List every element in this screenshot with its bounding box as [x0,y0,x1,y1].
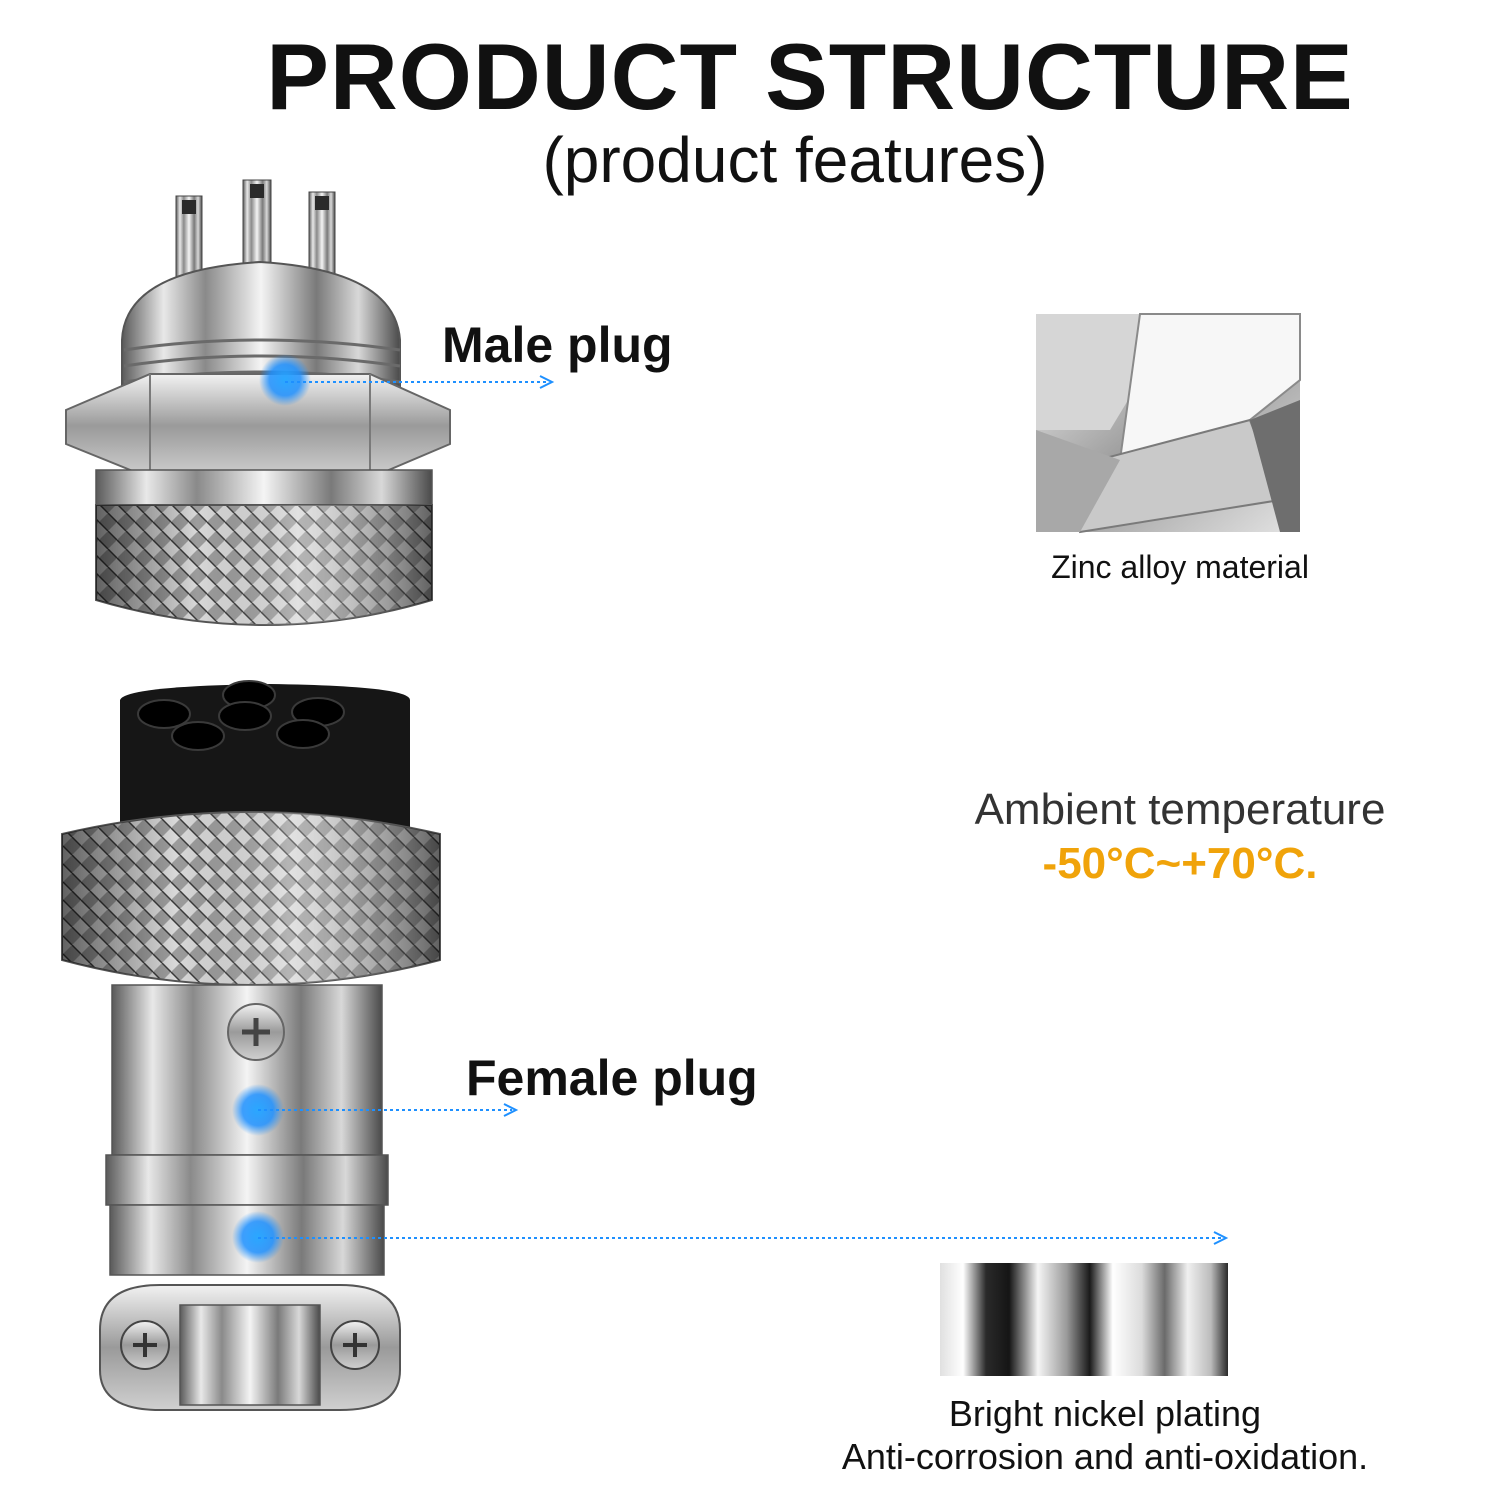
ambient-temperature-label: Ambient temperature [974,785,1386,834]
female-plug-label: Female plug [466,1050,758,1106]
page-title: PRODUCT STRUCTURE [266,24,1354,129]
male-plug-illustration [65,179,555,626]
zinc-texture [1036,313,1301,534]
blue-dot-marker [259,354,311,406]
male-plug-label: Male plug [442,317,673,373]
zinc-caption: Zinc alloy material [1051,549,1309,585]
page-subtitle: (product features) [542,124,1048,196]
female-plug-illustration [61,680,1229,1411]
nickel-caption-line-2: Anti-corrosion and anti-oxidation. [841,1436,1369,1478]
nickel-caption: Bright nickel plating Anti-corrosion and… [800,1392,1410,1478]
ambient-temperature-range: -50°C~+70°C. [1042,839,1318,888]
nickel-caption-line-1: Bright nickel plating [948,1393,1262,1434]
nickel-texture [940,1263,1228,1376]
